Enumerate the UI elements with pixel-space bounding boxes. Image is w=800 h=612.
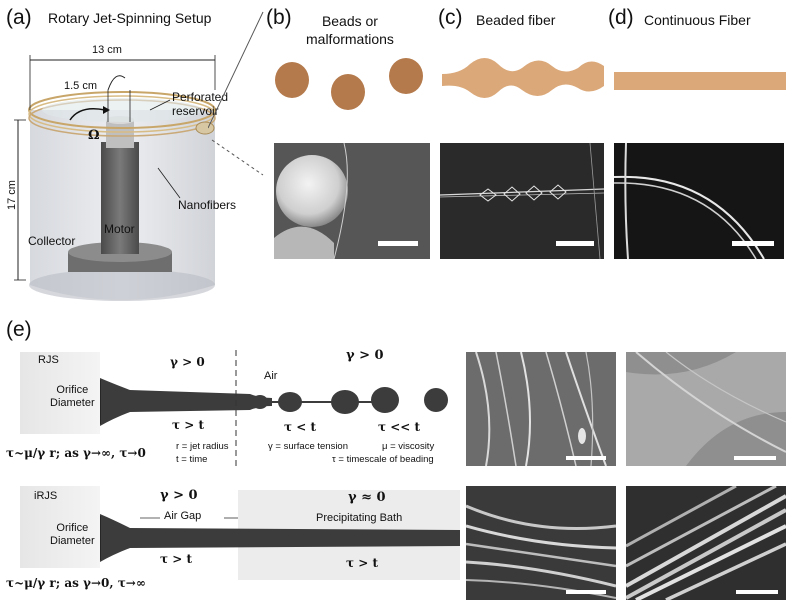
- scale-bar: [566, 456, 606, 460]
- sem-beaded-fiber-image: [440, 143, 604, 259]
- irjs-gamma-right: γ ≈ 0: [348, 490, 386, 505]
- rjs-tau-left: τ > t: [172, 418, 205, 432]
- sem-rjs-fibers-2: [626, 352, 786, 466]
- rjs-jet: [100, 378, 448, 426]
- motor-shaft: [101, 142, 139, 254]
- bead-3: [389, 58, 423, 94]
- rjs-tau-right: τ << t: [378, 420, 421, 434]
- rjs-gamma-right: γ > 0: [346, 348, 384, 363]
- panel-c-label: (c): [438, 6, 463, 29]
- collector-label: Collector: [28, 234, 76, 248]
- panel-e-label: (e): [6, 318, 32, 341]
- irjs-tau-left: τ > t: [160, 552, 193, 566]
- zoom-connector-lines: [208, 11, 264, 176]
- panel-a-title: Rotary Jet-Spinning Setup: [48, 10, 212, 26]
- irjs-jet: [100, 514, 460, 562]
- panel-d-title: Continuous Fiber: [644, 12, 751, 28]
- offset-dimension-label: 1.5 cm: [64, 80, 98, 92]
- sem-continuous-fiber-image: [614, 143, 784, 259]
- reservoir-label: Perforated reservoir: [172, 90, 229, 118]
- omega-symbol: Ω: [88, 128, 100, 143]
- motor-label: Motor: [104, 222, 135, 236]
- rjs-gamma-left: γ > 0: [170, 355, 205, 369]
- bead-shapes: [275, 58, 423, 110]
- rjs-t-def: t = time: [176, 454, 208, 465]
- sem-irjs-fibers-1: [466, 486, 616, 600]
- scale-bar: [732, 241, 774, 246]
- panel-d-label: (d): [608, 6, 634, 29]
- panel-b-title: Beads or malformations: [306, 13, 394, 47]
- bead-2: [331, 74, 365, 110]
- panel-c-title: Beaded fiber: [476, 12, 556, 28]
- scale-bar: [556, 241, 594, 246]
- rjs-name: RJS: [38, 354, 59, 366]
- irjs-name: iRJS: [34, 490, 58, 502]
- width-dimension-label: 13 cm: [92, 44, 122, 56]
- rjs-tau-def: τ = timescale of beading: [332, 454, 434, 465]
- height-dimension-label: 17 cm: [6, 180, 18, 210]
- continuous-fiber-shape: [614, 72, 786, 90]
- scale-bar: [736, 590, 778, 594]
- scale-bar: [378, 241, 418, 246]
- rjs-setup-illustration: [14, 55, 216, 301]
- irjs-tau-right: τ > t: [346, 556, 379, 570]
- sem-irjs-fibers-2: [626, 486, 786, 600]
- rjs-gamma-def: γ = surface tension: [268, 441, 349, 452]
- nanofibers-label: Nanofibers: [178, 198, 237, 212]
- rjs-r-def: r = jet radius: [176, 441, 229, 452]
- scale-bar: [566, 590, 606, 594]
- bead-1: [275, 62, 309, 98]
- rjs-orifice-block: [20, 352, 100, 434]
- sem-beads-image: [274, 143, 430, 259]
- beaded-fiber-shape: [442, 58, 604, 98]
- irjs-formula: τ~μ/γ r; as γ→0, τ→∞: [6, 576, 146, 590]
- irjs-orifice-block: [20, 486, 100, 568]
- irjs-air-gap-label: Air Gap: [164, 510, 202, 522]
- rjs-mu-def: μ = viscosity: [382, 441, 435, 452]
- irjs-gamma-left: γ > 0: [160, 488, 198, 503]
- rjs-orifice-label: Orifice Diameter: [50, 384, 95, 409]
- sem-rjs-fibers-1: [466, 352, 616, 466]
- panel-b-label: (b): [266, 6, 292, 29]
- rjs-air-label: Air: [264, 370, 278, 382]
- irjs-orifice-label: Orifice Diameter: [50, 522, 95, 547]
- rjs-tau-mid: τ < t: [284, 420, 317, 434]
- irjs-bath-label: Precipitating Bath: [316, 512, 403, 524]
- rjs-formula: τ~μ/γ r; as γ→∞, τ→0: [6, 446, 146, 460]
- panel-a-label: (a): [6, 6, 32, 29]
- scale-bar: [734, 456, 776, 460]
- rjs-divider: [235, 350, 237, 470]
